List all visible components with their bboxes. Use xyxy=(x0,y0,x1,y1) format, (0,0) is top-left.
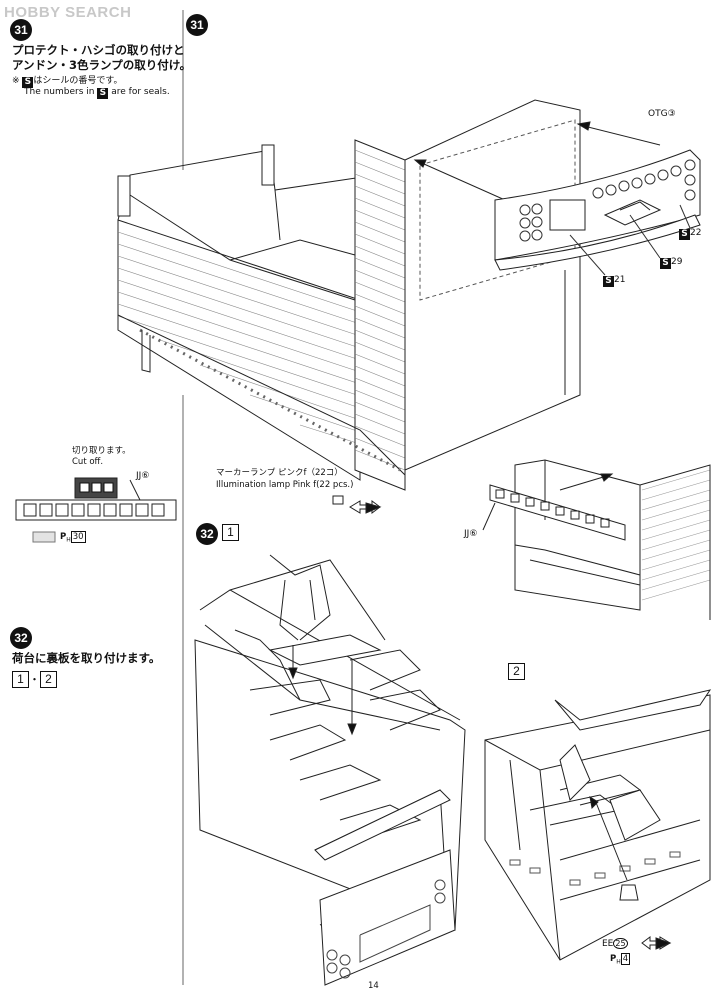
jj-rear-detail xyxy=(482,459,711,620)
seal-letter-icon: S xyxy=(22,77,34,88)
page-number: 14 xyxy=(368,981,379,991)
step-31-badge-side: 31 xyxy=(10,19,32,41)
seal-letter-icon: S xyxy=(97,88,109,99)
otg-label: OTG③ xyxy=(648,109,676,119)
direction-arrow-1 xyxy=(349,500,382,514)
jj-label-side: JJ⑥ xyxy=(136,471,150,481)
marker-lamp-en: Illumination lamp Pink f(22 pcs.) xyxy=(216,480,354,490)
truck-bed-drawing xyxy=(117,99,581,491)
cut-off-jp: 切り取ります。 xyxy=(72,446,131,456)
hobby-search-watermark: HOBBY SEARCH xyxy=(4,4,132,21)
step-32-title: 荷台に裏板を取り付けます。 xyxy=(12,651,161,665)
seal-letter-icon: S xyxy=(603,276,614,287)
substep-box-2-main: 2 xyxy=(508,663,525,680)
jj-light-strip-side xyxy=(15,477,177,543)
jj-label-main: JJ⑥ xyxy=(464,529,478,539)
step-31-title-line2: アンドン・3色ランプの取り付け。 xyxy=(12,58,192,72)
step-32-substeps: 1・2 xyxy=(12,668,57,688)
seal-letter-icon: S xyxy=(660,258,671,269)
seal-letter-icon: S xyxy=(679,229,690,240)
step32-rear-drawing xyxy=(484,689,712,961)
andon-light-bar xyxy=(494,149,701,271)
step-32-badge-side: 32 xyxy=(10,627,32,649)
step-31-badge-main: 31 xyxy=(186,14,208,36)
marker-lamp-jp: マーカーランプ ピンクf（22コ） xyxy=(216,468,343,478)
substep-box-1-main: 1 xyxy=(222,524,239,541)
cut-off-en: Cut off. xyxy=(72,457,104,467)
step-32-badge-main: 32 xyxy=(196,523,218,545)
step-31-title-line1: プロテクト・ハシゴの取り付けと xyxy=(12,43,185,57)
substep-box-1: 1 xyxy=(12,671,29,688)
substep-box-2: 2 xyxy=(40,671,57,688)
step32-frame-drawing xyxy=(194,554,466,986)
seal-note-en: The numbers in S are for seals. xyxy=(24,87,170,99)
assembly-arrows xyxy=(413,121,661,201)
